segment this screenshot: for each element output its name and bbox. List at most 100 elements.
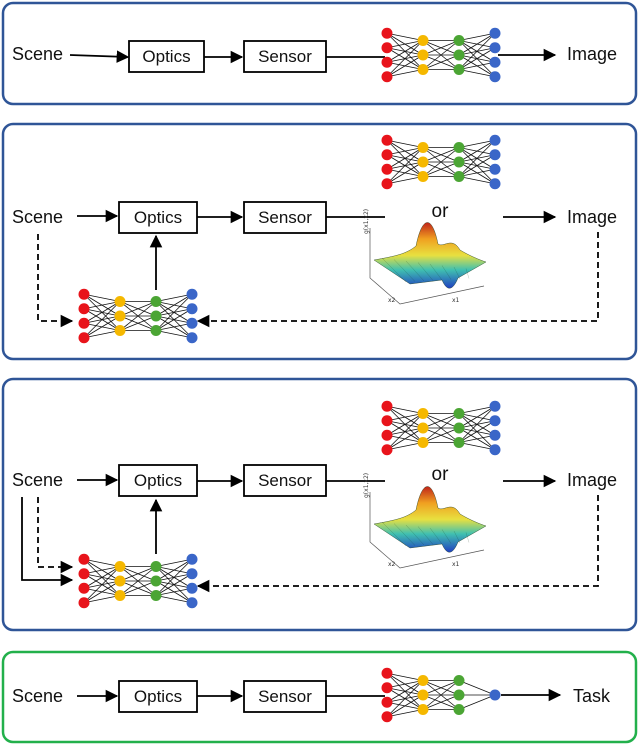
panel-3-optics-label: Optics — [134, 471, 182, 490]
panel-2-upper-network-node — [489, 178, 501, 190]
panel-3-upper-network-edge — [458, 405, 496, 443]
panel-2-upper-network-node — [381, 178, 393, 190]
panel-3-lower-network-node — [78, 568, 90, 580]
panel-2-upper-network — [381, 134, 501, 190]
panel-3-scene-to-net-dashed — [37, 497, 74, 574]
panel-1-network-edge — [458, 61, 496, 70]
panel-4-network-edge — [422, 680, 460, 696]
panel-4-network-node — [381, 696, 393, 708]
panel-2-upper-network-node — [489, 149, 501, 161]
panel-3-lower-network-node — [150, 590, 162, 601]
panel-3-surface-plot-x2-label: x2 — [388, 561, 396, 568]
panel-4-network-edge — [386, 680, 424, 718]
panel-2-surface-plot-mesh — [381, 257, 407, 283]
panel-3-upper-network-node — [417, 422, 429, 434]
panel-2-image-feedback-dashed — [196, 232, 599, 328]
panel-3-surface-plot-mesh — [393, 523, 416, 546]
panel-3-lower-network-node — [78, 553, 90, 565]
panel-3-surface-plot-z-label: g(x1,x2) — [363, 473, 370, 498]
panel-2-lower-network-edge — [83, 330, 121, 339]
panel-2-lower-network-node — [186, 303, 198, 315]
panel-3-surface-plot-mesh — [405, 524, 425, 546]
panel-2-lower-network-edge — [155, 293, 193, 331]
panel-2-surface-plot-axes — [369, 228, 485, 305]
panel-3-lower-network-edge — [155, 558, 193, 567]
panel-2-surface-plot-mesh — [465, 268, 470, 279]
panel-1-network-node — [453, 49, 465, 61]
panel-3-upper-network-edge — [386, 413, 424, 422]
panel-4-network-node — [417, 704, 429, 715]
panel-3-upper-network-edge — [386, 413, 424, 436]
panel-2-upper-network-node — [417, 171, 429, 182]
panel-3-lower-network — [78, 553, 198, 609]
panel-3-lower-network-node — [114, 561, 126, 572]
panel-3-lower-network-node — [186, 582, 198, 594]
panel-2-lower-network-edge — [119, 315, 157, 331]
panel-1-network-node — [381, 71, 393, 83]
panel-1-network-edge — [422, 40, 460, 70]
panel-2-upper-network-edge — [386, 147, 424, 185]
panel-4-network-node — [381, 711, 393, 723]
panel-2-lower-network-node — [78, 317, 90, 329]
panel-3-surface-plot-mesh — [453, 530, 461, 544]
panel-1-network — [381, 27, 501, 83]
panel-3-upper-network-edge — [458, 442, 496, 451]
panel-2-lower-network-node — [78, 332, 90, 344]
panel-2-or-label: or — [432, 201, 450, 222]
panel-1-network-edge — [422, 40, 460, 56]
panel-3-upper-network-edge — [386, 405, 424, 414]
panel-2-lower-network-edge — [83, 301, 121, 310]
panel-2-optics-label: Optics — [134, 208, 182, 227]
panel-2-upper-network-node — [417, 156, 429, 168]
panel-2-surface-plot-mesh — [393, 259, 416, 282]
panel-3-lower-network-node — [114, 590, 126, 601]
panel-1-network-node — [453, 35, 465, 46]
panel-3-upper-network-edge — [386, 442, 424, 451]
panel-3-lower-network-node — [186, 553, 198, 565]
panel-3-or-label: or — [432, 464, 450, 485]
panel-3-upper-network-edge — [422, 413, 460, 429]
panel-2-scene-label: Scene — [12, 207, 63, 227]
panel-3-lower-network-node — [150, 575, 162, 587]
panel-2-lower-network-edge — [155, 322, 193, 331]
panel-3-upper-network-node — [381, 429, 393, 441]
panel-1-network-node — [489, 71, 501, 83]
panel-3-lower-network-edge — [119, 566, 157, 582]
panel-1-network-edge — [458, 47, 496, 70]
panel-4-border — [1, 650, 638, 744]
panel-3-surface-plot-x1-label: x1 — [452, 561, 460, 568]
panel-2-upper-network-edge — [422, 147, 460, 177]
panel-1-network-edge — [458, 32, 496, 41]
panel-3-lower-network-edge — [83, 566, 121, 589]
panel-1-network-node — [489, 56, 501, 68]
panel-2-upper-network-edge — [422, 147, 460, 163]
panel-2-lower-network-edge — [119, 301, 157, 317]
panel-3-scene-label: Scene — [12, 470, 63, 490]
panel-3-upper-network-edge — [422, 413, 460, 443]
panel-2-upper-network-edge — [458, 176, 496, 185]
panel-1-network-node — [489, 27, 501, 39]
panel-2-lower-network-edge — [155, 308, 193, 331]
panel-3-upper-network-node — [381, 400, 393, 412]
panel-2-lower-network — [78, 288, 198, 344]
panel-4-network-node — [381, 682, 393, 694]
panel-2-upper-network-node — [381, 149, 393, 161]
panel-3-upper-network-edge — [458, 420, 496, 443]
panel-1-network-node — [381, 56, 393, 68]
panel-2-lower-network-node — [78, 288, 90, 300]
panel-2-lower-network-node — [186, 332, 198, 344]
panel-3-lower-network-edge — [155, 573, 193, 596]
panel-2-lower-network-edge — [83, 301, 121, 324]
panel-3-upper-network-node — [489, 400, 501, 412]
panel-2-upper-network-edge — [386, 147, 424, 156]
panel-4-network-node — [453, 675, 465, 686]
panel-3-lower-network-edge — [155, 558, 193, 582]
panel-4-task-label: Task — [573, 686, 611, 706]
panel-3-surface-plot: g(x1,x2) x1 x2 — [363, 473, 487, 569]
panel-1-network-edge — [386, 40, 424, 49]
panel-2-sensor-label: Sensor — [258, 208, 312, 227]
panel-3-lower-network-edge — [155, 595, 193, 604]
panel-2-surface-plot-x2-label: x2 — [388, 297, 396, 304]
panel-3-lower-network-node — [186, 597, 198, 609]
panel-3-upper-network-edge — [386, 413, 424, 451]
